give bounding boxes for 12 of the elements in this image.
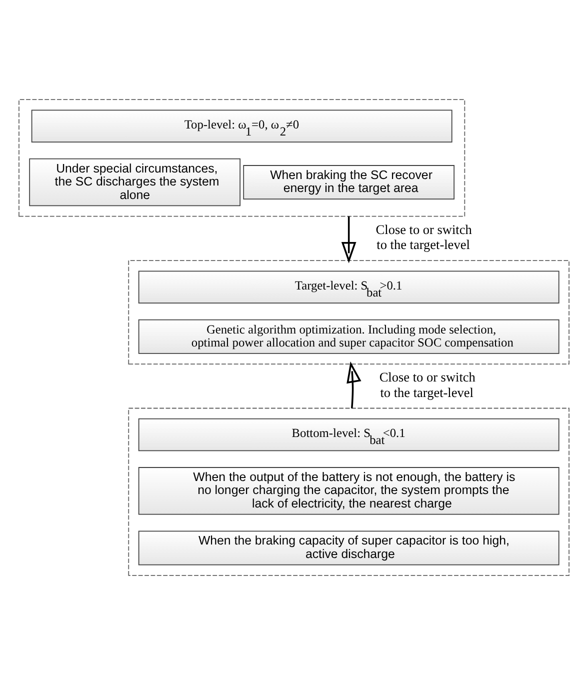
cluster	[18, 99, 466, 217]
node-box: When the output of the battery is not enough, the battery is no longer charging the capacitor, the system prompts the lack of electricity, the nearest charge	[138, 467, 560, 515]
edge-label: Close to or switch to the target-level	[379, 370, 476, 400]
node-box: Under special circumstances, the SC discharges the system alone	[29, 158, 240, 206]
cluster	[128, 408, 570, 576]
arrow	[341, 216, 356, 264]
edge-label: Close to or switch to the target-level	[376, 222, 472, 252]
node-box: When braking the SC recover energy in the target area	[243, 165, 454, 200]
arrow	[346, 361, 362, 408]
node-box: When the braking capacity of super capacitor is too high, active discharge	[138, 530, 560, 566]
cluster	[128, 260, 570, 364]
node-box: Genetic algorithm optimization. Including mode selection, optimal power allocation and super capacitor SOC compensation	[138, 319, 560, 354]
